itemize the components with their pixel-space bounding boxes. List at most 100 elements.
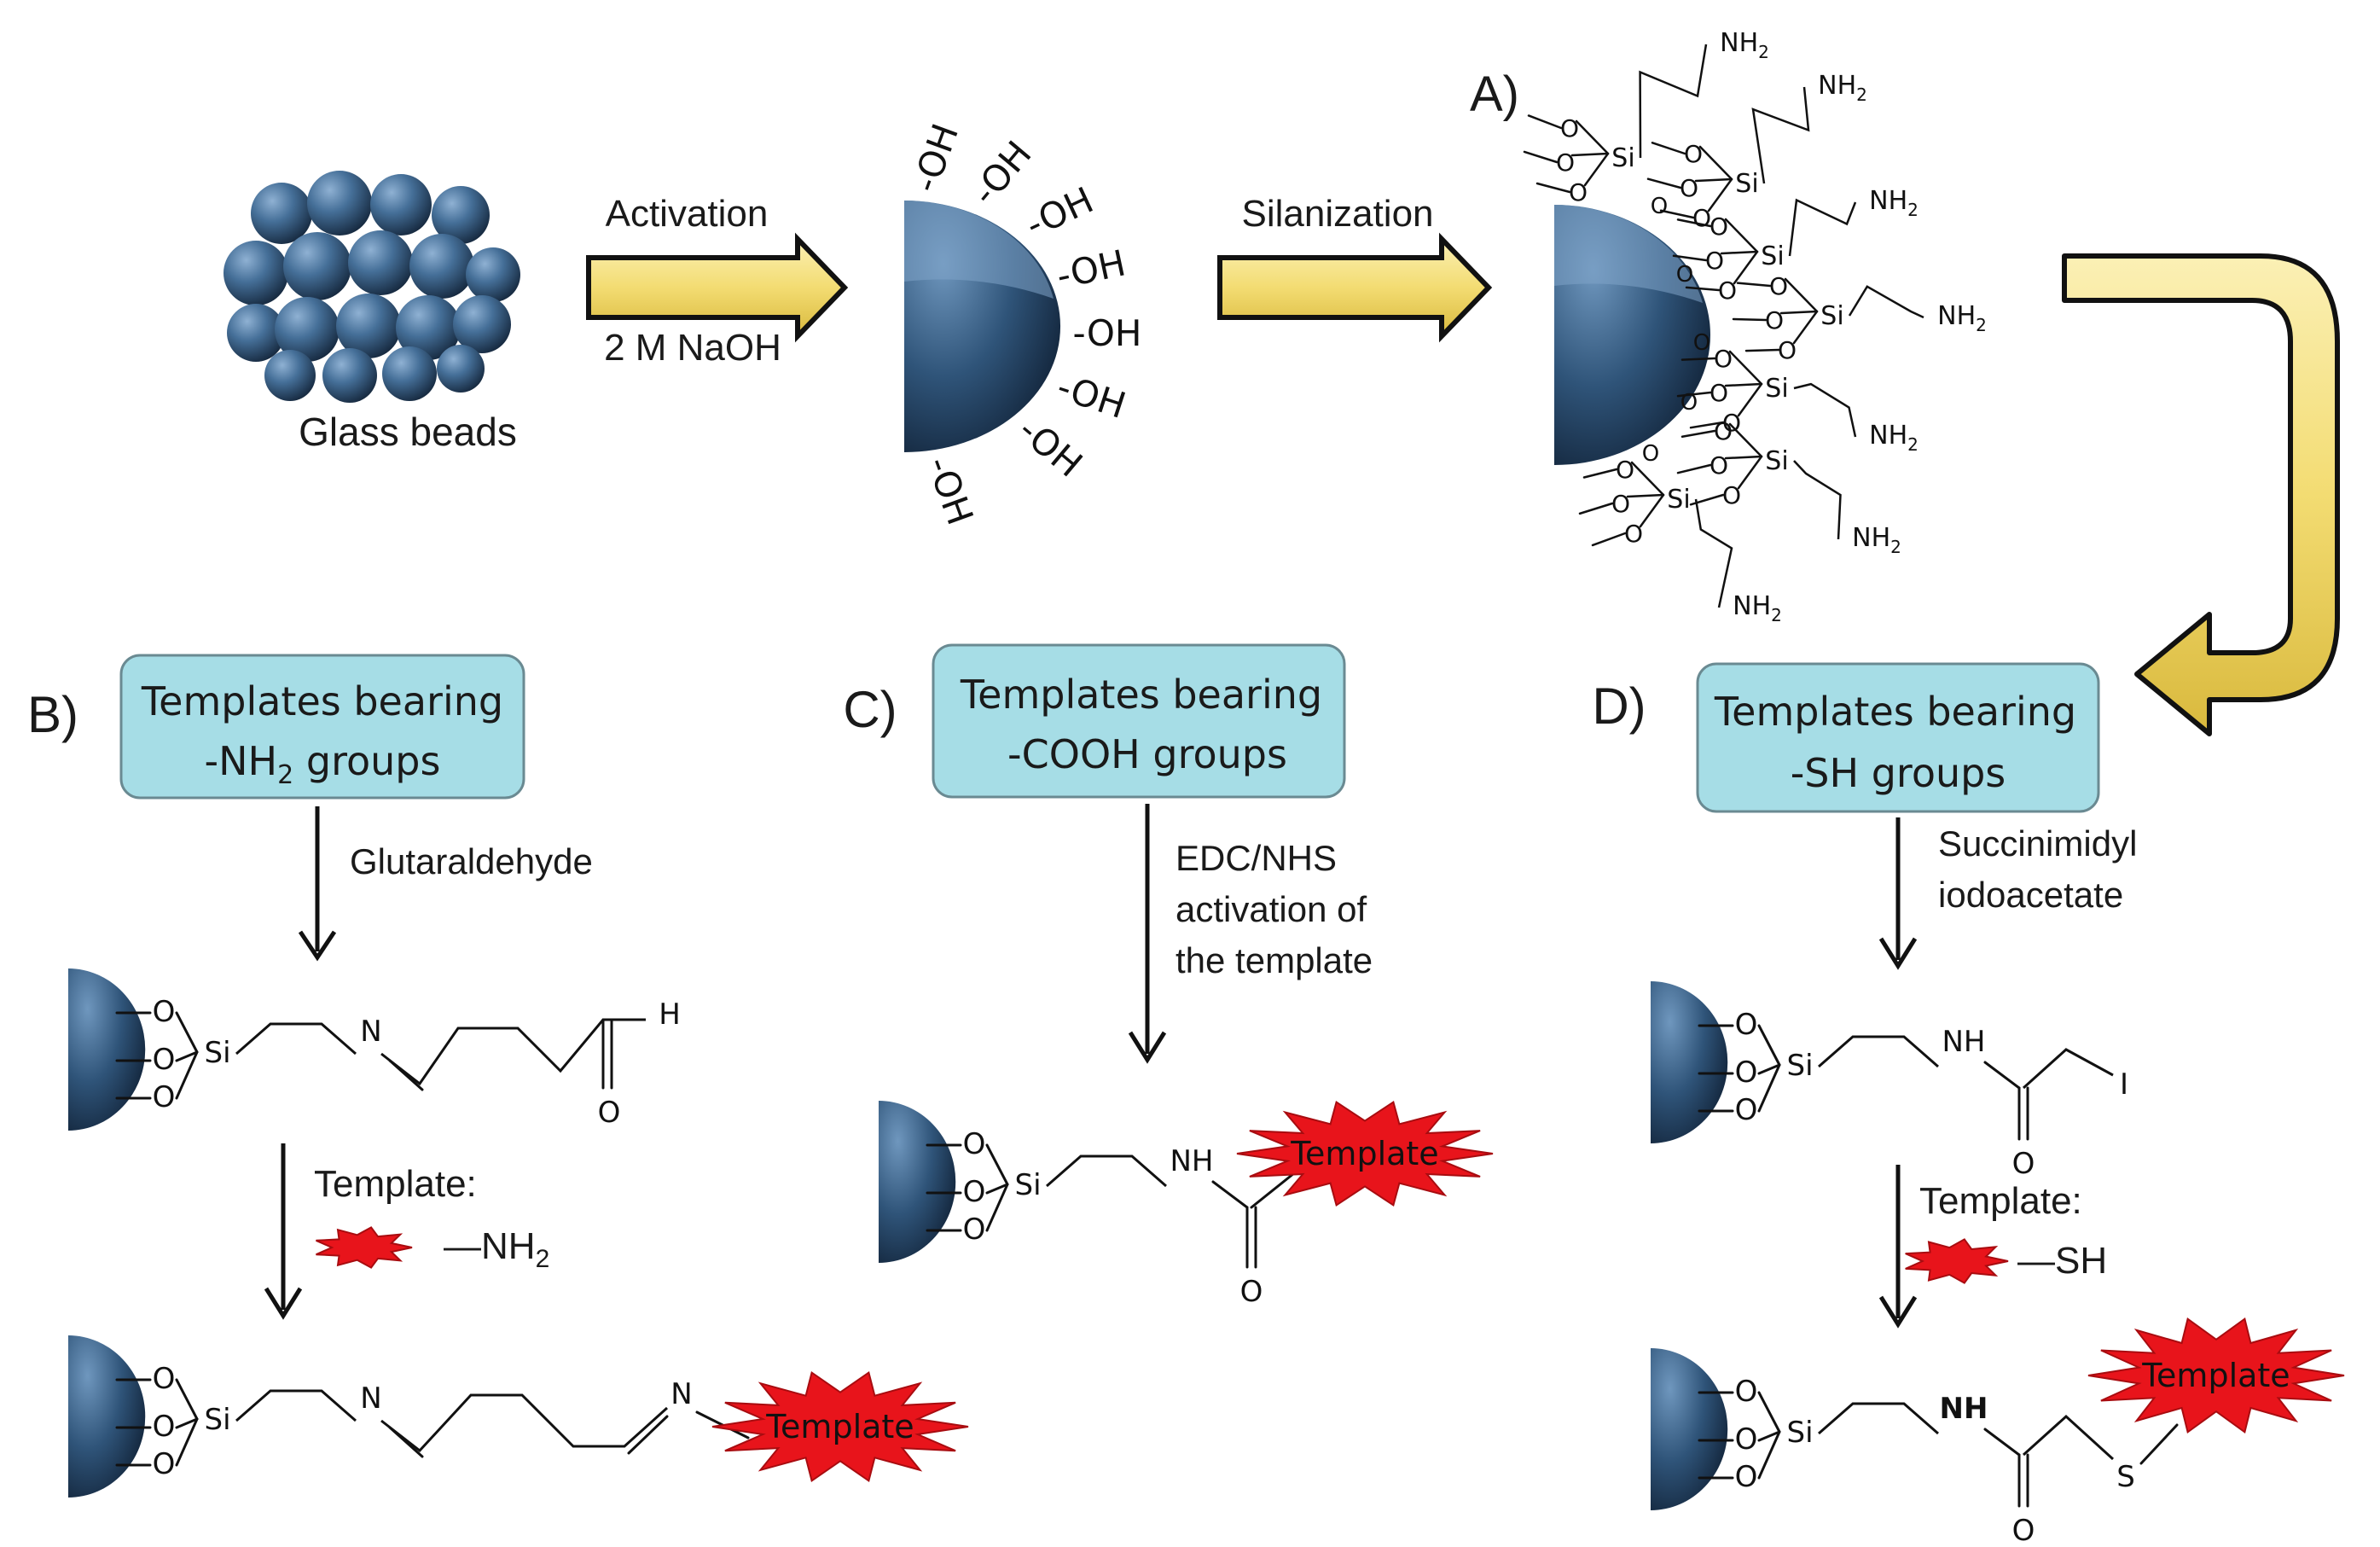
propyl-chain — [1639, 44, 1708, 159]
panel-c-reagent-line2: activation of — [1175, 889, 1367, 929]
panel-d-label: D) — [1592, 678, 1646, 735]
panel-b-reagent: Glutaraldehyde — [350, 841, 593, 881]
glass-bead — [382, 346, 437, 401]
glass-bead — [437, 345, 485, 393]
half-bead — [1651, 1348, 1728, 1510]
half-bead — [68, 968, 146, 1131]
panel-d-box: Templates bearing -SH groups — [1696, 662, 2100, 813]
oxygen-label: O — [1735, 1460, 1758, 1494]
oxygen-label: O — [1735, 1093, 1758, 1127]
silicon-label: Si — [1014, 1168, 1041, 1202]
activation-label: Activation — [606, 193, 769, 235]
amide-nh: NH — [1170, 1144, 1214, 1178]
oxygen-label: O — [1616, 456, 1634, 484]
oxygen-label: O — [1560, 114, 1579, 142]
half-bead — [879, 1101, 956, 1264]
oxygen-label: O — [153, 1447, 176, 1481]
amine-label: NH2 — [1869, 186, 1919, 220]
glass-bead — [227, 304, 285, 362]
silicon-label: Si — [1667, 485, 1690, 515]
oxygen-label: O — [1684, 140, 1703, 168]
panel-c-arrowhead — [1128, 1031, 1167, 1064]
panel-c-box-line1: Templates bearing — [960, 672, 1322, 718]
panel-c-box: Templates bearing -COOH groups — [932, 643, 1346, 799]
aldehyde-h: H — [659, 997, 681, 1032]
amide-nh: NH — [1940, 1392, 1988, 1426]
glass-bead — [453, 295, 511, 353]
silanized-bead — [1554, 205, 1710, 465]
oxygen-label: O — [963, 1127, 986, 1161]
silicon-label: Si — [1611, 143, 1634, 173]
oxygen-label: O — [1642, 441, 1659, 467]
amide-nh: NH — [1942, 1025, 1986, 1059]
oxygen-label: O — [1722, 481, 1741, 509]
propyl-chain — [1793, 460, 1842, 540]
propyl-chain — [1848, 285, 1924, 319]
oxygen-label: O — [1718, 276, 1737, 305]
propyl-chain — [235, 1389, 357, 1422]
iodine-label: I — [2120, 1067, 2128, 1102]
half-bead — [68, 1335, 146, 1498]
oxygen-label: O — [1710, 212, 1728, 241]
template-label: Template — [765, 1408, 914, 1445]
oxygen-label: O — [153, 1080, 176, 1114]
carbonyl-o: O — [2012, 1147, 2035, 1181]
hydroxyl-label: -OH — [919, 451, 982, 531]
oxygen-label: O — [1569, 178, 1588, 206]
glass-bead — [348, 230, 413, 295]
silicon-label: Si — [204, 1403, 230, 1437]
glass-bead — [251, 183, 312, 244]
panel-b-template-group: —NH2 — [444, 1225, 549, 1273]
oxygen-label: O — [153, 1043, 176, 1077]
silicon-label: Si — [1786, 1049, 1813, 1083]
panel-d-reagent-line1: Succinimidyl — [1938, 823, 2137, 864]
glass-bead — [264, 350, 316, 401]
activation-arrow — [586, 232, 849, 343]
oxygen-label: O — [1765, 306, 1784, 334]
oxygen-label: O — [1735, 1056, 1758, 1090]
panel-c-label: C) — [843, 681, 897, 738]
glass-bead — [432, 186, 490, 244]
panel-c-box-line2: -COOH groups — [1007, 731, 1287, 777]
template-label: Template — [1290, 1135, 1438, 1172]
panel-b-arrowhead-2 — [264, 1287, 303, 1320]
panel-b-box-line1: Templates bearing — [141, 678, 503, 724]
oxygen-label: O — [1735, 1422, 1758, 1457]
panel-b-box-line2: -NH2 groups — [205, 738, 441, 790]
silanization-arrow — [1217, 232, 1493, 343]
hydroxyl-label: -OH — [1073, 312, 1142, 354]
propyl-chain — [235, 1022, 357, 1056]
propyl-chain — [1046, 1154, 1167, 1188]
silicon-label: Si — [1765, 374, 1788, 404]
silanization-label: Silanization — [1241, 193, 1433, 235]
oxygen-label: O — [1710, 379, 1728, 407]
glass-bead — [409, 234, 474, 299]
oxygen-label: O — [1735, 1375, 1758, 1409]
amine-label: NH2 — [1720, 28, 1769, 62]
panel-b-template-prompt: Template: — [314, 1163, 477, 1205]
silicon-label: Si — [204, 1036, 230, 1070]
oxygen-label: O — [1705, 247, 1724, 275]
hydroxyl-label: -OH — [1019, 179, 1100, 247]
oxygen-label: O — [1692, 204, 1711, 232]
panel-c-reagent-line1: EDC/NHS — [1175, 838, 1337, 878]
sulfur-label: S — [2116, 1460, 2135, 1494]
amine-label: NH2 — [1937, 301, 1987, 335]
panel-d-template-small — [1905, 1238, 2009, 1284]
propyl-chain — [1694, 498, 1733, 608]
carbonyl-o: O — [2012, 1514, 2035, 1547]
oxygen-label: O — [963, 1175, 986, 1209]
silicon-label: Si — [1786, 1416, 1813, 1450]
silicon-label: Si — [1735, 169, 1758, 199]
oxygen-label: O — [1624, 520, 1643, 548]
template-star — [1236, 1101, 1494, 1207]
oxygen-label: O — [153, 1410, 176, 1444]
hydroxyl-label: -OH — [904, 119, 967, 198]
oxygen-label: O — [963, 1213, 986, 1247]
glass-beads-cluster — [223, 171, 520, 403]
glass-bead — [322, 348, 377, 403]
oxygen-label: O — [1651, 194, 1668, 219]
